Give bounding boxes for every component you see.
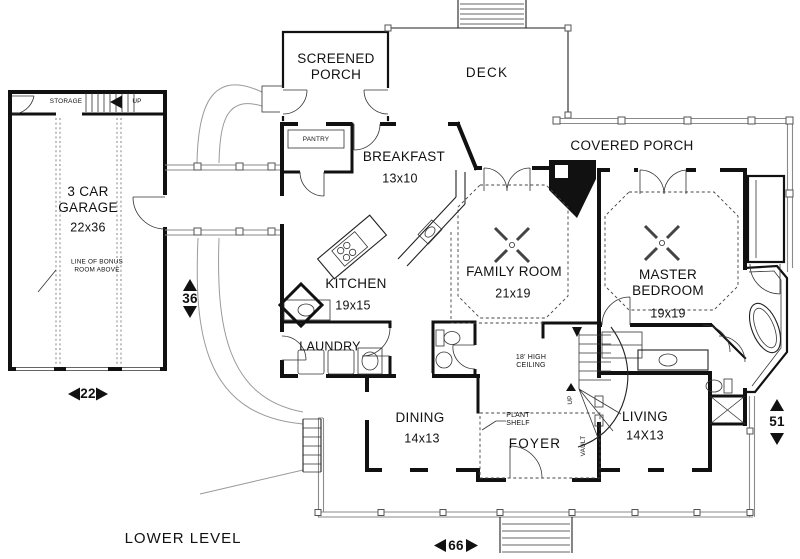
- master-bedroom-fan-icon: [643, 224, 681, 262]
- dimension-arrows: [68, 279, 784, 552]
- kitchen-counter: [397, 170, 466, 267]
- screened-porch-structure: [261, 30, 391, 122]
- family-room-size-label: 21x19: [495, 286, 531, 301]
- garage-size-label: 22x36: [70, 220, 106, 235]
- page-title: LOWER LEVEL: [124, 530, 242, 548]
- exterior-openings: [279, 120, 720, 483]
- deck-structure: [384, 0, 572, 119]
- vault-note: VAULT: [580, 435, 588, 457]
- covered-porch-label: COVERED PORCH: [570, 138, 694, 154]
- storage-label: STORAGE: [49, 98, 83, 106]
- dashed-lines: [450, 184, 739, 479]
- dim-garage-depth: 36: [182, 291, 198, 307]
- fireplace: [549, 160, 596, 218]
- kitchen-island: [316, 214, 388, 280]
- dining-label: DINING: [395, 410, 445, 426]
- walkway-curves: [196, 84, 304, 495]
- main-stairs-up-label: UP: [567, 395, 575, 405]
- laundry-label: LAUNDRY: [299, 339, 361, 354]
- dining-size-label: 14x13: [404, 431, 440, 446]
- powder-room-fixtures: [435, 329, 461, 369]
- bonus-room-note: LINE OF BONUS ROOM ABOVE: [71, 258, 123, 273]
- kitchen-size-label: 19x15: [335, 298, 371, 313]
- breakfast-label: BREAKFAST: [362, 149, 446, 165]
- front-porch: [302, 396, 756, 553]
- dim-garage-width: 22: [80, 386, 96, 402]
- deck-label: DECK: [465, 65, 509, 81]
- kitchen-label: KITCHEN: [325, 276, 387, 292]
- family-room-label: FAMILY ROOM: [466, 264, 562, 280]
- family-room-fan-icon: [493, 226, 531, 264]
- dim-front-width: 66: [448, 538, 464, 554]
- master-bedroom-size-label: 19x19: [650, 306, 686, 321]
- living-size-label: 14X13: [626, 428, 664, 443]
- breakfast-size-label: 13x10: [382, 171, 418, 186]
- high-ceiling-note: 18' HIGH CEILING: [515, 353, 547, 369]
- laundry-appliances: [297, 347, 383, 375]
- master-bath-fixtures: [601, 270, 782, 394]
- interior-walls: [277, 122, 747, 472]
- pantry-label: PANTRY: [302, 136, 330, 144]
- master-bedroom-label: MASTER BEDROOM: [632, 267, 704, 298]
- garage-stairs-up-label: UP: [132, 98, 142, 106]
- dim-right-side: 51: [769, 414, 785, 430]
- garage-label: 3 CAR GARAGE: [58, 184, 118, 215]
- living-label: LIVING: [621, 409, 669, 425]
- foyer-label: FOYER: [508, 436, 562, 452]
- plant-shelf-bracket: [481, 420, 506, 431]
- master-closet: [746, 174, 786, 295]
- breezeway: [165, 162, 282, 236]
- screened-porch-label: SCREENED PORCH: [297, 51, 375, 82]
- plant-shelf-note: PLANT SHELF: [506, 411, 530, 427]
- main-stairs: [566, 326, 629, 448]
- garage-door-openings: [16, 366, 160, 372]
- covered-porch-structure: [552, 116, 794, 272]
